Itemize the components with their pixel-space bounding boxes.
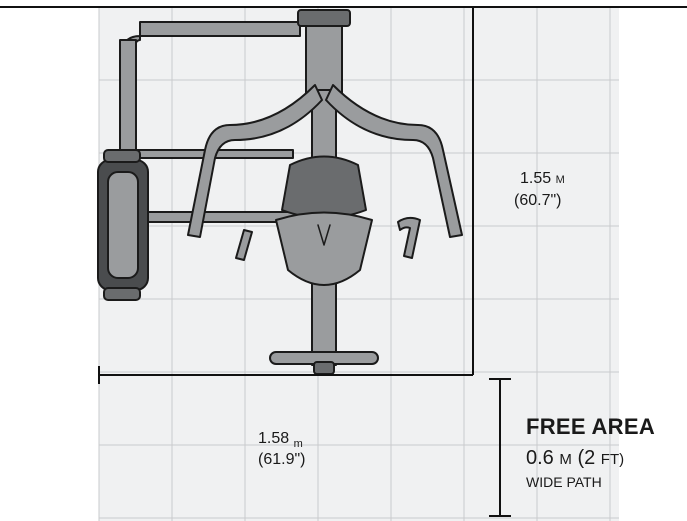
width-imperial-label: (61.9") bbox=[258, 451, 306, 468]
right-margin bbox=[619, 7, 687, 521]
back-pad bbox=[281, 155, 367, 219]
seat-pad bbox=[275, 211, 373, 286]
spine-top-cap bbox=[297, 9, 351, 27]
base-foot bbox=[313, 361, 335, 375]
depth-metric-unit: M bbox=[555, 174, 565, 186]
free-area-note: WIDE PATH bbox=[526, 474, 602, 490]
width-metric-label: 1.58 m bbox=[258, 430, 303, 450]
width-metric-unit: m bbox=[293, 438, 303, 450]
left-press-arm bbox=[187, 84, 323, 238]
free-area-imperial-unit: FT) bbox=[600, 451, 625, 468]
depth-metric-value: 1.55 bbox=[520, 170, 552, 187]
free-area-metric-unit: M bbox=[559, 451, 572, 468]
weight-stack-base-bottom bbox=[103, 287, 141, 301]
dimension-lines bbox=[0, 6, 687, 517]
right-press-arm bbox=[325, 84, 463, 238]
depth-imperial-label: (60.7") bbox=[514, 192, 562, 209]
left-upright bbox=[119, 39, 137, 153]
free-area-dimension: 0.6 M (2 FT) bbox=[526, 447, 624, 470]
left-handle bbox=[235, 229, 253, 261]
machine-top-view bbox=[97, 9, 463, 375]
weight-stack-base-top bbox=[103, 149, 141, 163]
depth-metric-label: 1.55 M bbox=[520, 170, 565, 188]
seat-center-mark bbox=[317, 224, 331, 246]
floor-grid bbox=[98, 6, 687, 521]
free-area-imperial-value: (2 bbox=[577, 447, 596, 469]
width-metric-value: 1.58 bbox=[258, 430, 290, 447]
spine-upper bbox=[305, 13, 343, 95]
free-area-title: FREE AREA bbox=[526, 414, 656, 439]
weight-stack-inner bbox=[107, 171, 139, 279]
right-handle bbox=[397, 216, 421, 259]
free-area-metric-value: 0.6 bbox=[526, 447, 554, 469]
